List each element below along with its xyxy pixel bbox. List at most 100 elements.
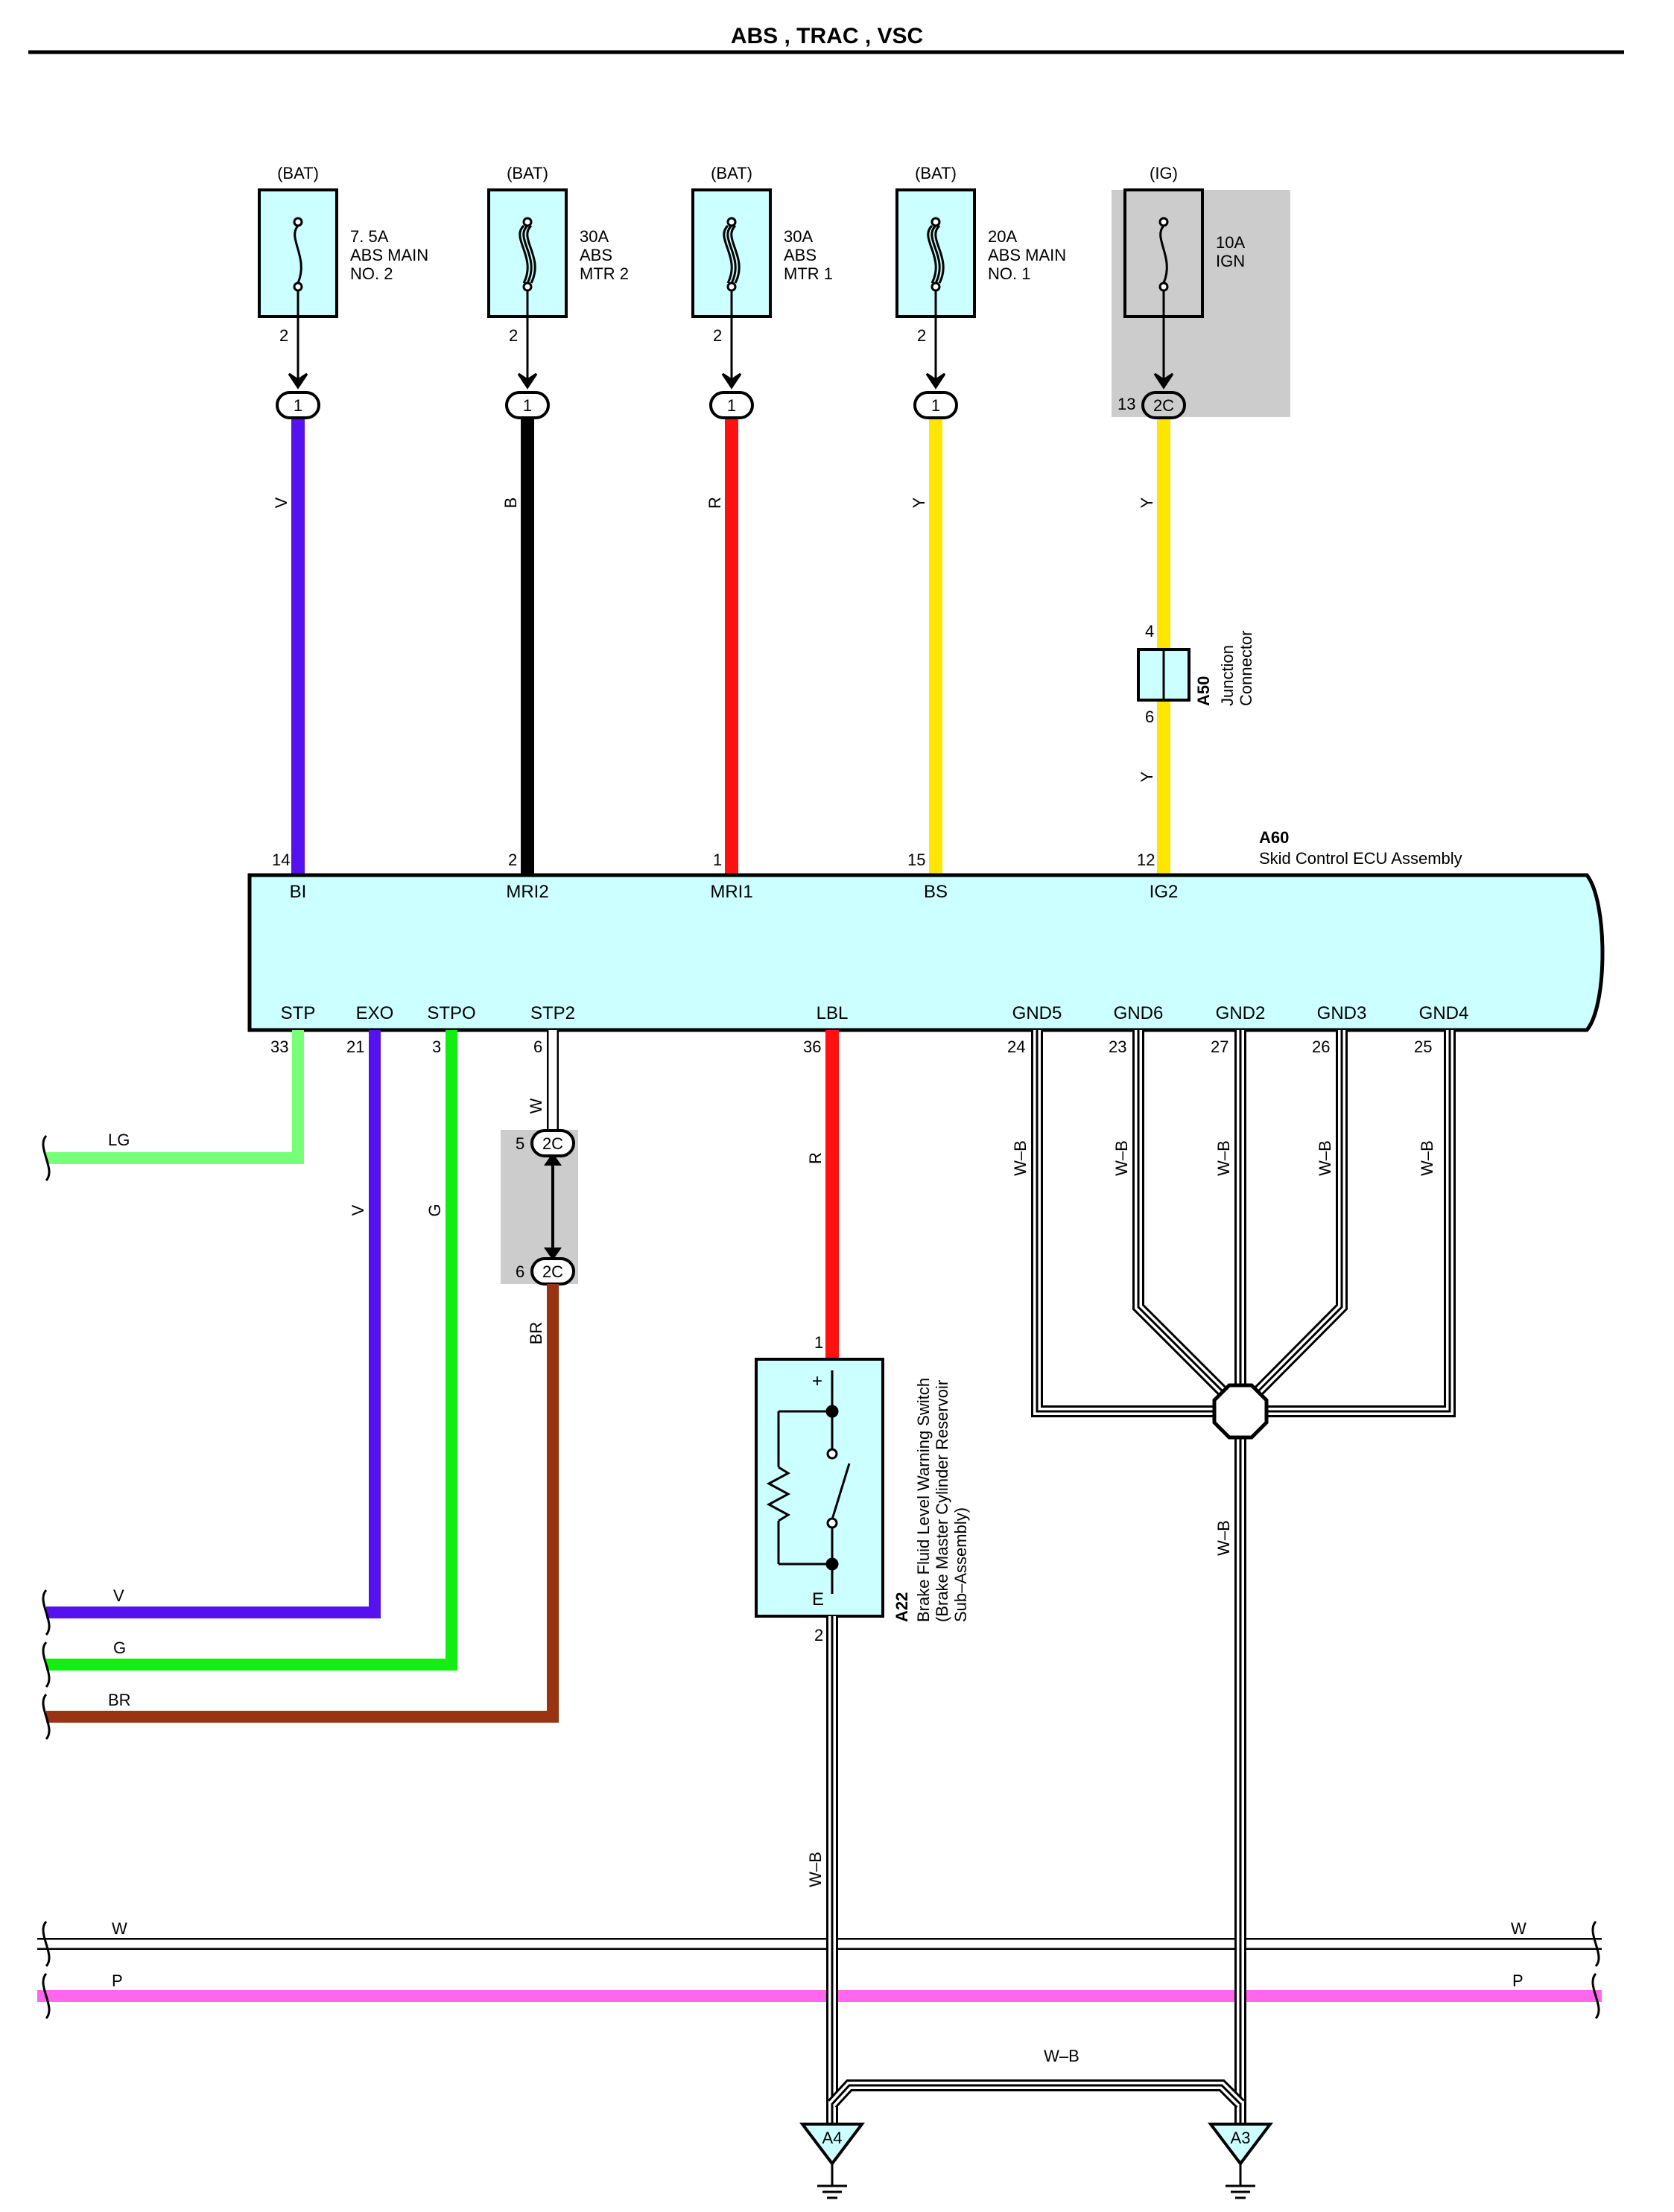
ecu-pin: 33 xyxy=(270,1037,288,1056)
fuse-rating: 30A xyxy=(784,227,813,246)
fuse-source: (BAT) xyxy=(711,164,752,182)
bus-label: W xyxy=(112,1919,127,1938)
wire-label: BR xyxy=(527,1322,545,1345)
junction-code: A50 xyxy=(1194,676,1213,706)
junction-name: Junction xyxy=(1218,645,1237,706)
wire-label: W–B xyxy=(1011,1140,1030,1176)
switch-term-e: E xyxy=(812,1589,824,1609)
ecu-terminal: STPO xyxy=(427,1003,475,1023)
connector-code: 1 xyxy=(727,396,736,415)
ground-a4: A4 xyxy=(799,2123,866,2199)
fuse-element-icon xyxy=(519,217,536,292)
fuse-pin: 2 xyxy=(917,326,926,345)
wire-lg xyxy=(46,1030,304,1164)
wire-label: W–B xyxy=(1418,1140,1436,1176)
supply-wire-labels: V B R Y Y Y xyxy=(272,497,1156,782)
junction-pin-top: 4 xyxy=(1145,622,1154,641)
wire-label: Y xyxy=(910,497,928,508)
ecu-terminal: GND6 xyxy=(1114,1003,1164,1023)
wire-label: V xyxy=(349,1204,367,1215)
ecu-pin: 1 xyxy=(713,851,722,869)
ground-icon xyxy=(1226,2164,1255,2199)
wire-label: W–B xyxy=(1214,1520,1233,1556)
fuse-rating: 20A xyxy=(988,227,1017,246)
ecu-terminal: GND5 xyxy=(1012,1003,1062,1023)
ecu-a60: A60 Skid Control ECU Assembly 14 2 1 15 … xyxy=(247,828,1605,1056)
junction-connector-a50: 4 6 A50 Junction Connector xyxy=(1137,622,1255,726)
ground-a3: A3 xyxy=(1207,2123,1274,2199)
offpage-label: BR xyxy=(108,1691,131,1709)
ground-code: A3 xyxy=(1231,2129,1251,2147)
ecu-pin: 14 xyxy=(272,851,290,869)
ecu-pin: 25 xyxy=(1414,1037,1432,1056)
fuse-rating: 10A xyxy=(1216,233,1245,252)
fuse-pin: 2 xyxy=(713,326,722,345)
arrow-icon xyxy=(517,372,538,390)
wire-br xyxy=(46,1284,559,1723)
ecu-terminal: STP xyxy=(281,1003,316,1023)
switch-code: A22 xyxy=(893,1592,911,1622)
fuse-abs-main-no1: (BAT) 20A ABS MAIN NO. 1 2 xyxy=(895,164,1066,345)
fuse-name-2: NO. 1 xyxy=(988,264,1030,283)
connector-code: 2C xyxy=(542,1262,563,1281)
ecu-pin: 27 xyxy=(1211,1037,1228,1056)
fuse-name-2: MTR 2 xyxy=(580,264,629,283)
fuse-pin: 2 xyxy=(509,326,518,345)
fuse-name: IGN xyxy=(1216,252,1245,270)
ecu-pin: 6 xyxy=(533,1037,542,1056)
wire-label: Y xyxy=(1138,497,1156,508)
wire-label: Y xyxy=(1138,771,1156,782)
offpage-label: LG xyxy=(108,1131,130,1149)
ecu-pin: 24 xyxy=(1007,1037,1025,1056)
arrow-icon xyxy=(721,372,742,390)
fuse-connectors: 1 1 1 1 2C xyxy=(276,391,1186,419)
junction-pin-bottom: 6 xyxy=(1145,708,1154,726)
ecu-pin: 15 xyxy=(907,851,925,869)
arrow-icon xyxy=(1153,372,1174,390)
ecu-pin: 36 xyxy=(803,1037,821,1056)
ecu-name: Skid Control ECU Assembly xyxy=(1259,849,1462,868)
fuse-element-icon xyxy=(1158,217,1169,292)
wire-label: B xyxy=(501,498,520,509)
wb-crossing xyxy=(826,1933,1246,2007)
ecu-terminal: GND4 xyxy=(1419,1003,1469,1023)
fuse-name: ABS xyxy=(580,246,612,264)
bus-label: P xyxy=(1512,1971,1524,1990)
bus-label: W xyxy=(1511,1919,1526,1938)
arrow-icon xyxy=(288,372,308,390)
ecu-pin: 23 xyxy=(1109,1037,1126,1056)
fuse-name: ABS MAIN xyxy=(350,246,428,264)
wire-label: G xyxy=(425,1204,444,1216)
ecu-terminal: BI xyxy=(290,882,307,902)
fuse-pin: 13 xyxy=(1117,395,1135,413)
wire-label: W–B xyxy=(1316,1140,1334,1176)
fuse-source: (BAT) xyxy=(915,164,957,182)
fuse-source: (BAT) xyxy=(277,164,319,182)
wire-label: W–B xyxy=(1044,2047,1079,2065)
ecu-pin: 26 xyxy=(1312,1037,1330,1056)
connector-code: 2C xyxy=(1153,396,1174,415)
fuse-source: (BAT) xyxy=(507,164,548,182)
wire-v-exo xyxy=(46,1030,381,1618)
offpage-label: V xyxy=(113,1586,124,1605)
fuse-name: ABS MAIN xyxy=(988,246,1066,264)
switch-plus: + xyxy=(812,1371,822,1391)
ecu-pin: 21 xyxy=(346,1037,364,1056)
arrow-icon xyxy=(925,372,946,390)
offpage-label: G xyxy=(113,1639,126,1657)
wire-label: W–B xyxy=(806,1852,825,1887)
fuse-rating: 30A xyxy=(580,227,609,246)
ecu-pin: 3 xyxy=(432,1037,441,1056)
fuse-abs-main-no2: (BAT) 7. 5A ABS MAIN NO. 2 2 xyxy=(258,164,428,345)
brake-fluid-level-switch-a22: 1 + E A22 Brake Fluid Level Warning Swit… xyxy=(755,1333,970,1644)
wire-label: W xyxy=(527,1098,545,1113)
switch-pin-bottom: 2 xyxy=(814,1626,823,1644)
fuse-name-2: NO. 2 xyxy=(350,264,393,283)
fuse-element-icon xyxy=(927,217,945,292)
switch-name-3: Sub–Assembly) xyxy=(951,1507,970,1622)
connector-code: 2C xyxy=(542,1134,563,1153)
connector-pin: 5 xyxy=(516,1134,524,1153)
connector-code: 1 xyxy=(931,396,940,415)
wire-label: R xyxy=(706,497,724,509)
